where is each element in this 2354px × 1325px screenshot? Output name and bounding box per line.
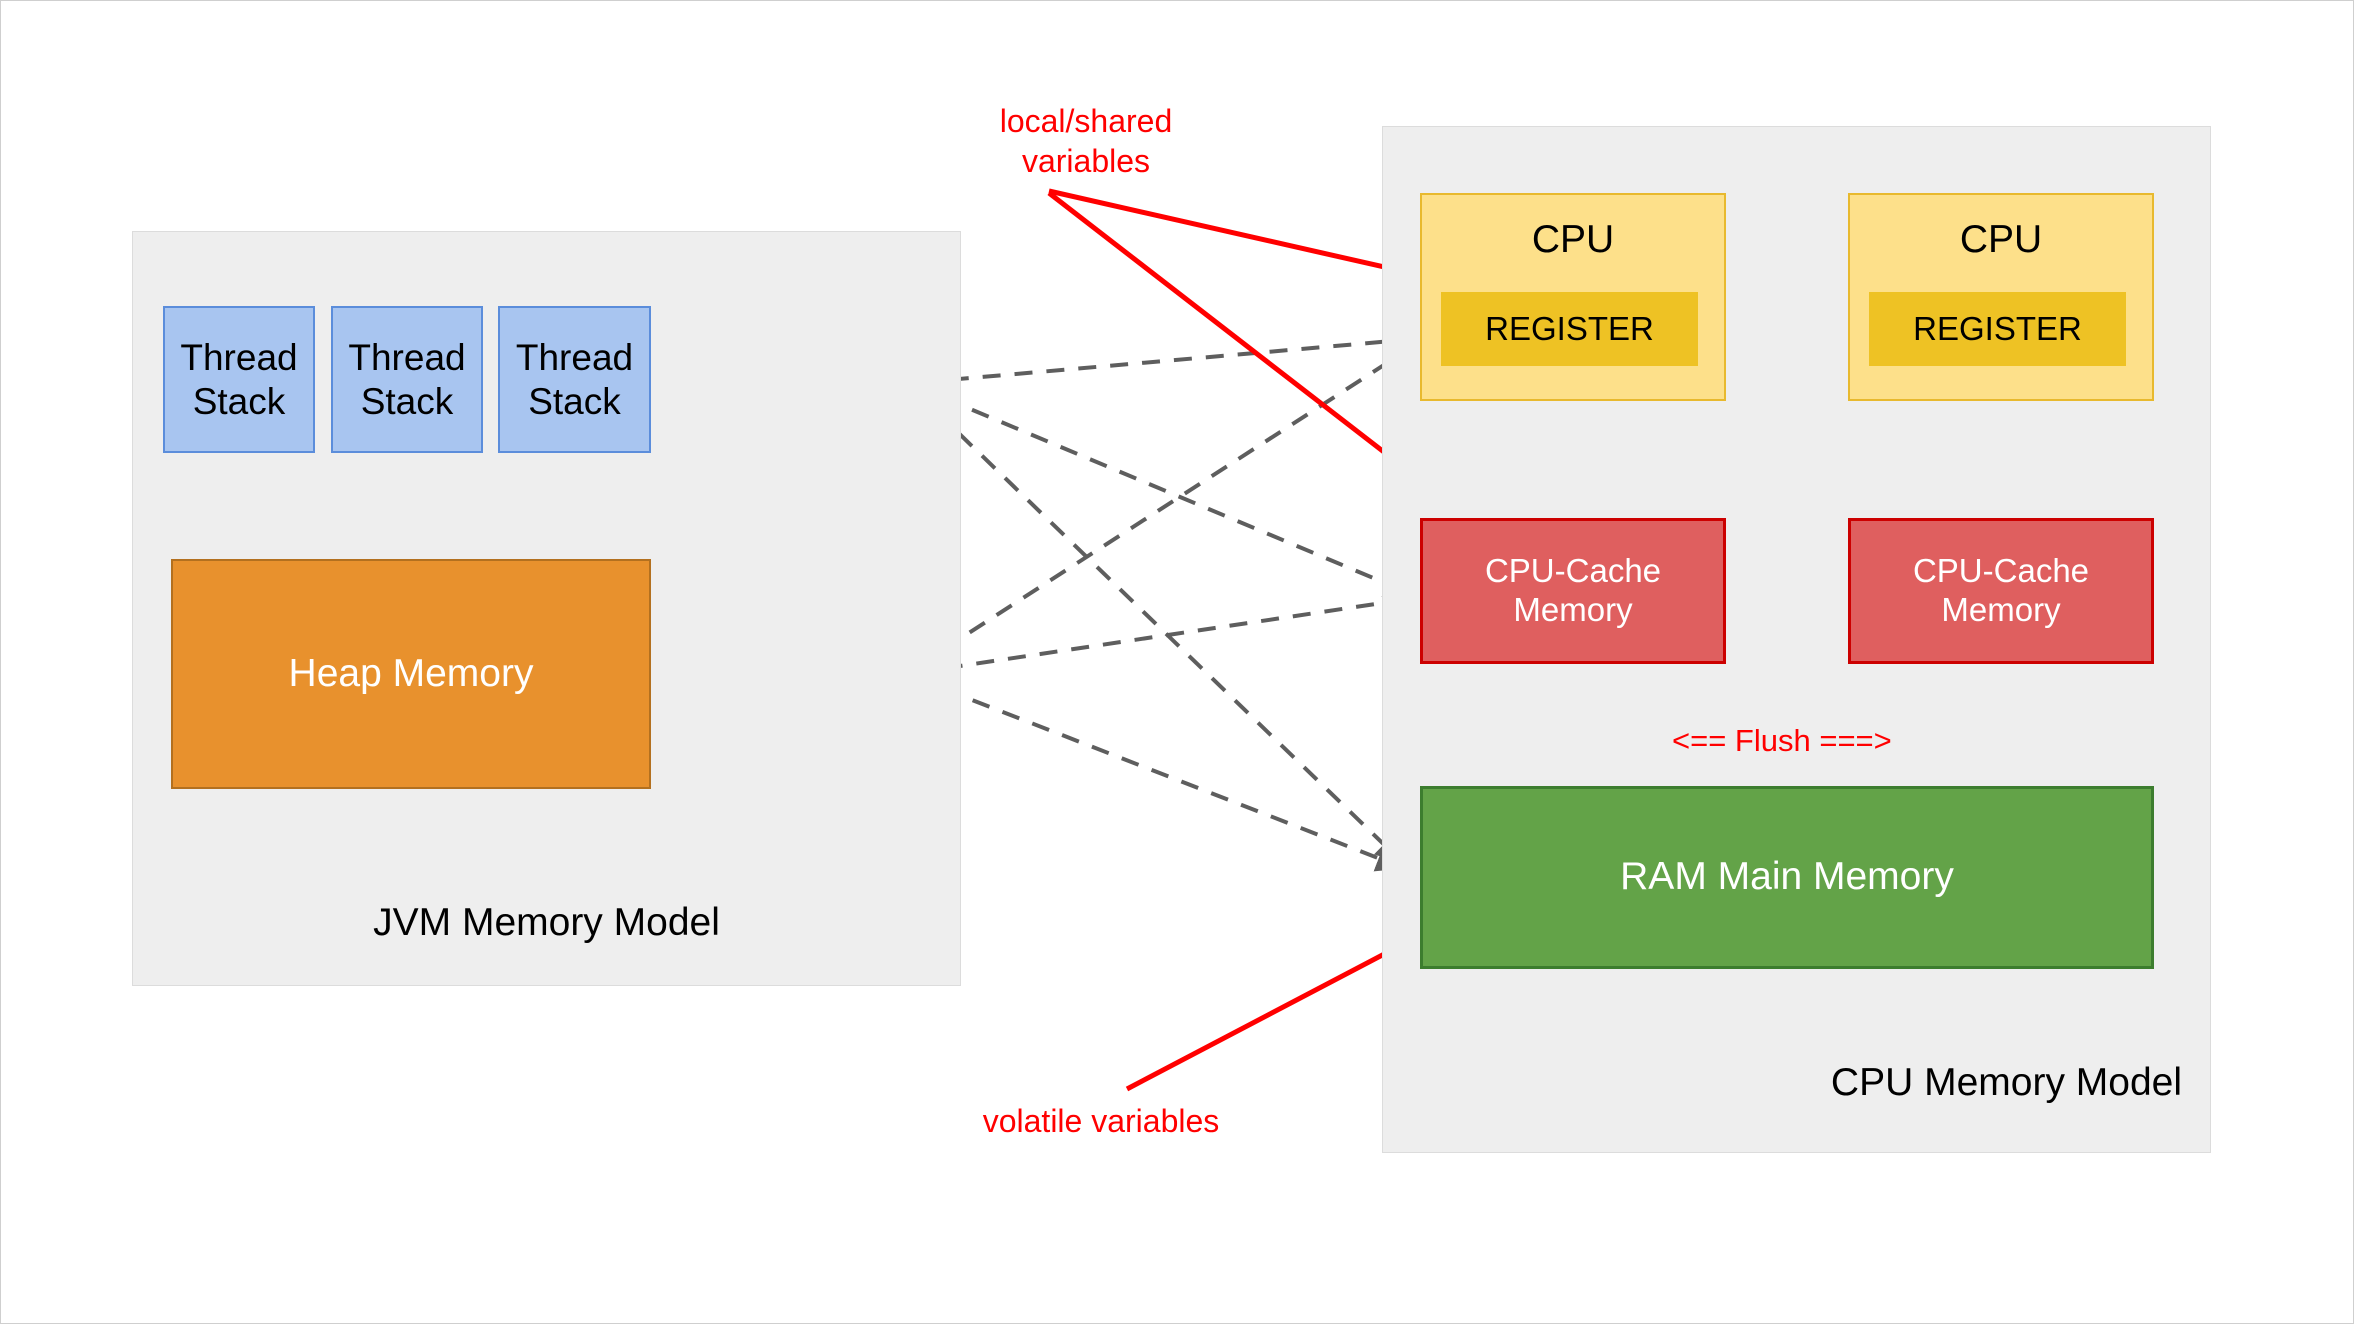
jvm-panel-title: JVM Memory Model: [373, 901, 720, 944]
cpu-cache-box-1[interactable]: CPU-Cache Memory: [1420, 518, 1726, 664]
register-box-2[interactable]: REGISTER: [1869, 292, 2126, 366]
volatile-variables-annotation: volatile variables: [982, 1103, 1220, 1139]
cpu-cache-box-2[interactable]: CPU-Cache Memory: [1848, 518, 2154, 664]
cpu-panel-title: CPU Memory Model: [1830, 1061, 2182, 1104]
thread-stack-box-1[interactable]: Thread Stack: [163, 306, 315, 453]
thread-stack-box-2[interactable]: Thread Stack: [331, 306, 483, 453]
ram-main-memory-box[interactable]: RAM Main Memory: [1420, 786, 2154, 969]
register-box-1[interactable]: REGISTER: [1441, 292, 1698, 366]
heap-memory-box[interactable]: Heap Memory: [171, 559, 651, 789]
flush-label: <== Flush ===>: [1672, 723, 1892, 758]
thread-stack-box-3[interactable]: Thread Stack: [498, 306, 651, 453]
local-shared-variables-annotation: local/shared variables: [999, 103, 1173, 179]
